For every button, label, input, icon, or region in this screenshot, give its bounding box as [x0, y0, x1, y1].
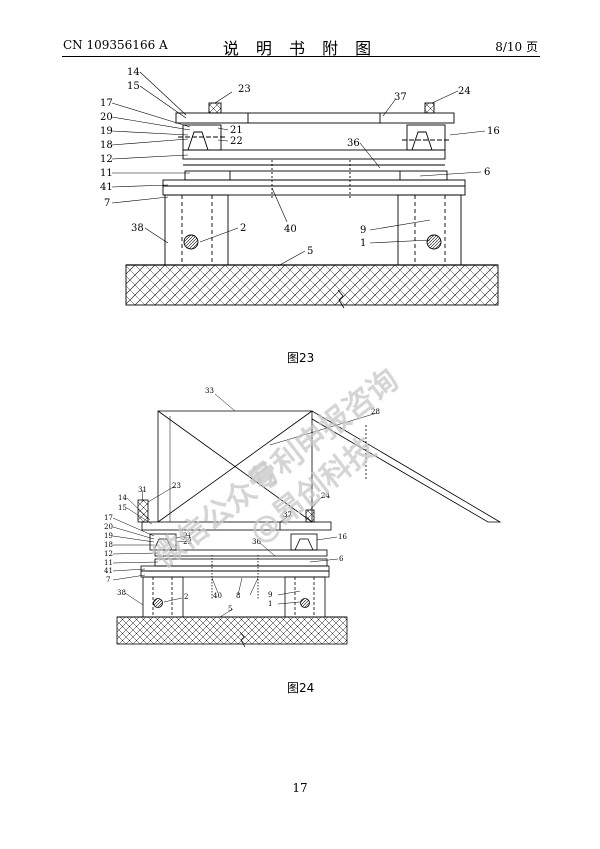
right-leg — [397, 194, 462, 266]
label-37: 37 — [283, 511, 292, 519]
bolt-icon — [153, 598, 163, 608]
label-23: 23 — [238, 84, 251, 95]
label-28: 28 — [371, 408, 380, 416]
label-6: 6 — [484, 167, 490, 178]
label-5: 5 — [307, 246, 313, 257]
label-2: 2 — [240, 223, 246, 234]
bolt-icon — [183, 234, 199, 250]
label-11: 11 — [104, 559, 113, 567]
label-40: 40 — [284, 224, 297, 235]
label-16: 16 — [487, 126, 500, 137]
ground-hatch — [125, 264, 499, 306]
figure-23 — [111, 71, 499, 309]
bolt-icon — [426, 234, 442, 250]
label-36: 36 — [252, 538, 261, 546]
label-14: 14 — [127, 67, 140, 78]
label-7: 7 — [106, 576, 110, 584]
label-21: 21 — [230, 125, 243, 136]
header-rule — [62, 56, 540, 57]
label-7: 7 — [104, 198, 110, 209]
label-14: 14 — [118, 494, 127, 502]
label-2: 2 — [184, 593, 188, 601]
label-22: 22 — [183, 538, 192, 546]
watermark: 微信公众号 专利申报咨询 @昂创科技 — [147, 363, 406, 576]
figure-23-labels: 14 15 17 20 19 18 12 11 41 7 38 23 21 22… — [100, 67, 500, 257]
figure-24-caption: 图24 — [287, 681, 315, 695]
label-40: 40 — [213, 592, 222, 600]
label-23: 23 — [172, 482, 181, 490]
bolt-icon — [300, 598, 310, 608]
label-17: 17 — [104, 514, 113, 522]
label-22: 22 — [230, 136, 243, 147]
label-9: 9 — [268, 591, 272, 599]
label-21: 21 — [183, 532, 192, 540]
label-16: 16 — [338, 533, 347, 541]
label-38: 38 — [131, 223, 144, 234]
label-12: 12 — [100, 154, 113, 165]
ground-hatch — [116, 616, 348, 645]
label-20: 20 — [100, 112, 113, 123]
label-36: 36 — [347, 138, 360, 149]
label-17: 17 — [100, 98, 113, 109]
page-title: 说 明 书 附 图 — [222, 39, 378, 58]
page-info: 8/10 页 — [495, 40, 538, 54]
label-38: 38 — [117, 589, 126, 597]
label-18: 18 — [100, 140, 113, 151]
label-24: 24 — [321, 492, 330, 500]
doc-number: CN 109356166 A — [63, 38, 168, 52]
figure-23-caption: 图23 — [287, 351, 315, 365]
figure-24 — [112, 393, 502, 648]
label-41: 41 — [104, 567, 113, 575]
label-41: 41 — [100, 182, 113, 193]
label-1: 1 — [268, 600, 272, 608]
label-8: 8 — [236, 592, 240, 600]
label-18: 18 — [104, 541, 113, 549]
label-19: 19 — [104, 532, 113, 540]
figure-24-labels: 33 28 31 23 14 15 17 20 19 18 12 11 41 7… — [104, 387, 380, 613]
page-number: 17 — [292, 781, 308, 795]
label-19: 19 — [100, 126, 113, 137]
label-33: 33 — [205, 387, 214, 395]
label-12: 12 — [104, 550, 113, 558]
label-31: 31 — [138, 486, 147, 494]
left-leg — [164, 194, 229, 266]
label-15: 15 — [118, 504, 127, 512]
label-11: 11 — [100, 168, 113, 179]
label-9: 9 — [360, 225, 366, 236]
label-6: 6 — [339, 555, 344, 563]
label-15: 15 — [127, 81, 140, 92]
label-37: 37 — [394, 92, 407, 103]
label-20: 20 — [104, 523, 113, 531]
label-1: 1 — [360, 238, 366, 249]
label-5: 5 — [228, 605, 232, 613]
label-24: 24 — [458, 86, 471, 97]
